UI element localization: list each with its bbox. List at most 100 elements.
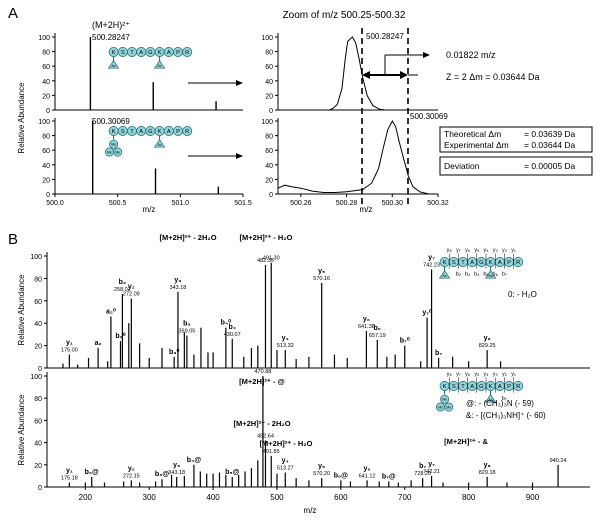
xtick-label: 800: [462, 493, 476, 502]
ytick-label: 80: [265, 134, 273, 141]
peak-ion-label: y₅: [318, 463, 325, 470]
residue-letter: G: [148, 129, 153, 135]
b-ion-tag: b₄: [474, 272, 480, 278]
xtick-label: 200: [79, 493, 93, 502]
residue-letter: A: [498, 384, 502, 390]
xtick-label: 500.28: [336, 200, 358, 207]
acetyl-triangle: [153, 138, 166, 148]
residue-letter: K: [443, 260, 447, 266]
y-ion-tag: y₈: [447, 247, 452, 253]
a-zoom-title: Zoom of m/z 500.25-500.32: [283, 10, 406, 21]
peak-mz-label: 343.18: [168, 470, 185, 476]
acetyl-label: Ac: [488, 398, 492, 402]
peak-ion-label: a₂⁰: [106, 307, 116, 315]
ytick-label: 100: [30, 254, 42, 261]
peak-mz-label: 470.88: [255, 369, 272, 375]
residue-letter: S: [121, 50, 125, 56]
y-ion-tag: y₄: [484, 371, 490, 377]
a-tr-peak-label: 500.28247: [366, 32, 404, 41]
ytick-label: 60: [42, 148, 50, 155]
peak-ion-label: y₄: [282, 458, 289, 465]
peak-mz-label: 359.05: [178, 329, 195, 335]
delta-deviation-value: = 0.00005 Da: [524, 161, 576, 171]
residue-letter: G: [479, 260, 484, 266]
residue-letter: A: [167, 50, 171, 56]
ytick-label: 80: [42, 50, 50, 57]
delta-theoretical-value: = 0.03639 Da: [524, 129, 576, 139]
peak-ion-label: y₃: [174, 277, 181, 284]
y-ion-tag: y₆: [465, 247, 470, 253]
peak-ion-label: y₁: [66, 468, 73, 475]
ytick-label: 80: [42, 134, 50, 141]
b-top-legend: 0: - H₂O: [508, 290, 537, 299]
peak-ion-label: y₃: [173, 462, 180, 469]
acetyl-triangle: [438, 269, 451, 279]
xtick-label: 600: [334, 493, 348, 502]
ytick-label: 100: [261, 35, 273, 42]
peak-mz-label: 728.20: [414, 471, 431, 477]
residue-letter: K: [489, 384, 493, 390]
y-ion-tag: y₈: [447, 371, 452, 377]
ytick-label: 100: [38, 35, 50, 42]
methyl-label: Me: [115, 150, 120, 154]
peak-mz-label: 657.19: [369, 333, 386, 339]
residue-letter: A: [498, 260, 502, 266]
peak-mz-label: 258.02: [114, 287, 131, 293]
y-ion-tag: y₁: [511, 371, 516, 377]
peak-ion-label: b₂: [119, 279, 126, 286]
methyl-circle: [444, 402, 454, 412]
ytick-label: 60: [265, 148, 273, 155]
peak-mz-label: 829.18: [479, 470, 496, 476]
ytick-label: 20: [34, 463, 42, 470]
ytick-label: 60: [34, 418, 42, 425]
ytick-label: 80: [265, 50, 273, 57]
ion-annotation: [M+2H]²⁺ - &: [444, 437, 488, 446]
residue-letter: A: [167, 129, 171, 135]
b-xlabel: m/z: [304, 506, 317, 515]
peak-mz-label: 829.25: [479, 343, 496, 349]
peak-ion-label: y₈: [484, 335, 491, 342]
ytick-label: 40: [34, 321, 42, 328]
ytick-label: 20: [265, 177, 273, 184]
residue-letter: T: [130, 129, 134, 135]
panel-label-b: B: [8, 231, 18, 248]
ion-annotation: [M+2H]²⁺ - 2H₂O: [159, 233, 216, 242]
peak-ion-label: y₇: [428, 461, 435, 468]
methyl-circle: [109, 139, 119, 149]
peak-mz-label: 272.09: [123, 292, 140, 298]
y-ion-tag: y₇: [456, 371, 461, 377]
ytick-label: 20: [42, 93, 50, 100]
peak-mz-label: 742.21: [423, 469, 440, 475]
ytick-label: 40: [265, 163, 273, 170]
y-ion-tag: y₂: [502, 247, 507, 253]
peak-mz-label: 482.64: [257, 433, 274, 439]
xtick-label: 700: [398, 493, 412, 502]
acetyl-label: Ac: [111, 64, 115, 68]
peak-mz-label: 491.85: [263, 449, 280, 455]
ytick-label: 0: [38, 485, 42, 492]
ytick-label: 40: [42, 79, 50, 86]
acetyl-label: Ac: [442, 274, 446, 278]
acetyl-label: Ac: [157, 64, 161, 68]
residue-letter: P: [507, 384, 511, 390]
b-top-ylabel: Relative Abundance: [17, 274, 26, 346]
peak-ion-label: y₅: [318, 268, 325, 275]
a-bl-peak-label: 500.30069: [92, 117, 130, 126]
peak-ion-label: b₄: [228, 324, 236, 331]
residue-letter: K: [489, 260, 493, 266]
ion-annotation: [M+2H]²⁺ - H₂O: [260, 439, 313, 448]
y-ion-tag: y₁: [511, 247, 516, 253]
ytick-label: 100: [30, 374, 42, 381]
residue-letter: T: [461, 384, 465, 390]
a-arrows: [188, 80, 243, 159]
peak-mz-label: 482.35: [257, 258, 274, 264]
peak-mz-label: 343.18: [170, 285, 187, 291]
ytick-label: 80: [34, 276, 42, 283]
peak-ion-label: b₃@: [155, 471, 170, 478]
residue-letter: K: [158, 129, 162, 135]
peak-mz-label: 175.00: [61, 348, 78, 354]
residue-letter: A: [139, 50, 143, 56]
residue-letter: R: [185, 50, 189, 56]
